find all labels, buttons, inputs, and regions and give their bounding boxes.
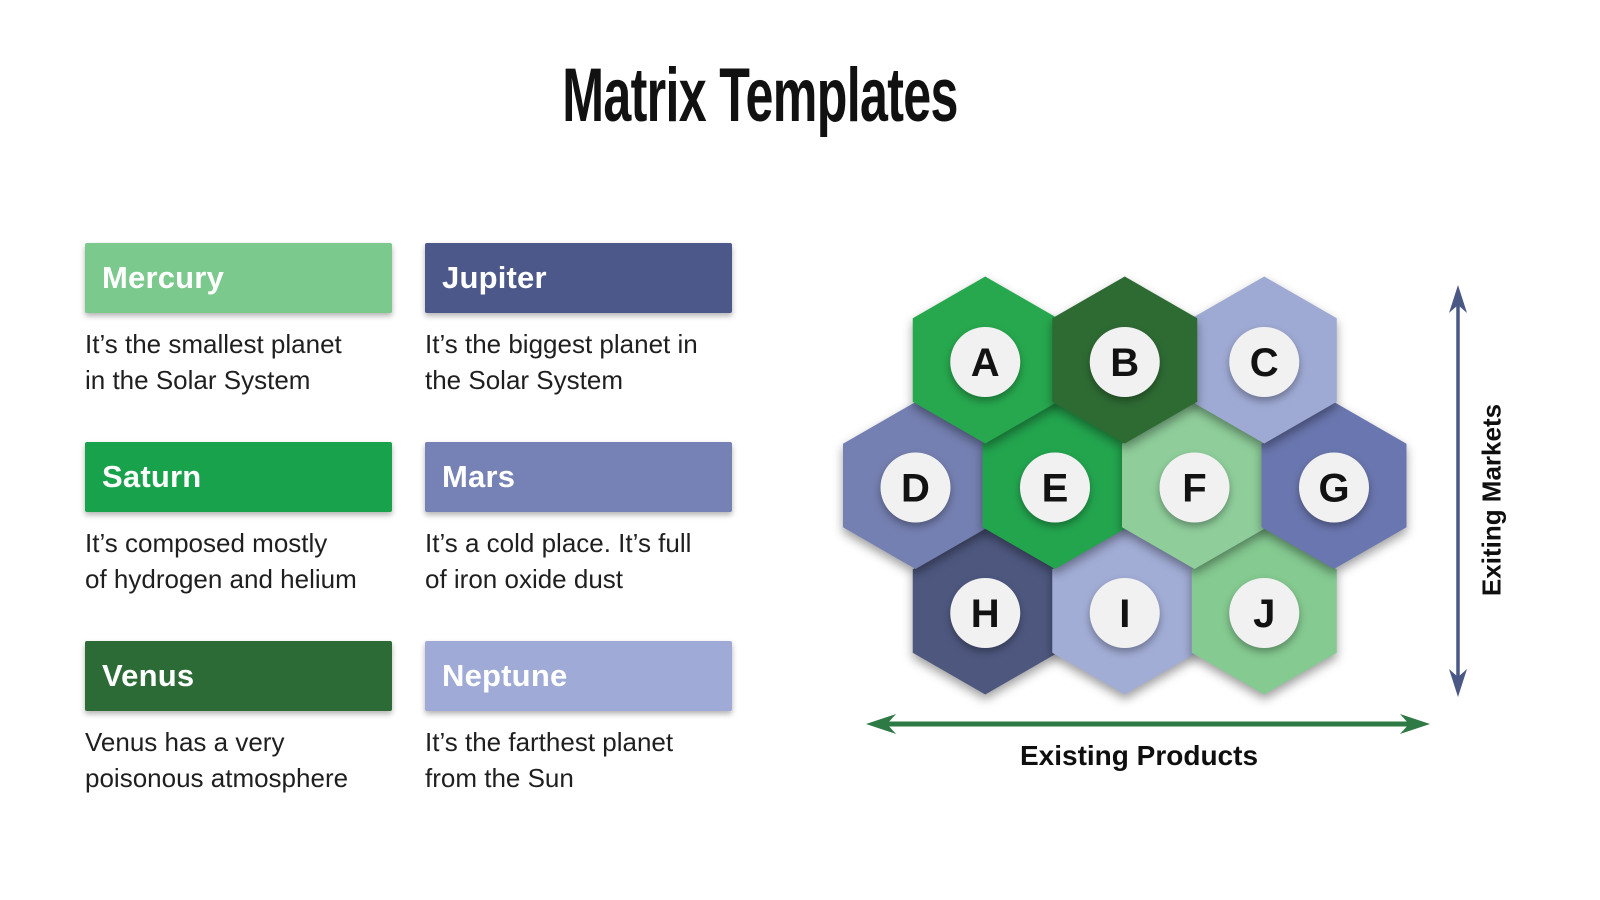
hexagon-letter: E: [1042, 467, 1069, 511]
hexagon-c: C: [1191, 276, 1337, 444]
card-header-bar: Mercury: [85, 243, 392, 313]
card-header-bar: Neptune: [425, 641, 732, 711]
hexagon-d: D: [843, 402, 988, 569]
hexagon-letter: F: [1182, 467, 1206, 511]
card-title: Neptune: [442, 658, 568, 693]
hexagon-letter: H: [971, 592, 1000, 636]
hexagon-label-circle: [1299, 452, 1369, 523]
hexagon-letter: J: [1253, 592, 1275, 636]
card-title: Jupiter: [442, 260, 547, 295]
hexagon-e: E: [982, 402, 1128, 569]
card-title: Saturn: [102, 459, 202, 494]
card-title: Venus: [102, 658, 195, 693]
hexagon-label-circle: [1089, 327, 1160, 397]
hexagon-label-circle: [950, 578, 1021, 648]
x-axis-label: Existing Products: [1019, 740, 1259, 771]
hexagon-label-circle: [950, 327, 1021, 397]
y-axis-label: Exiting Markets: [1476, 403, 1507, 597]
hexagon-letter: A: [971, 341, 1000, 385]
card-header-bar: Saturn: [85, 442, 392, 512]
hexagon-letter: B: [1110, 341, 1139, 385]
y-axis-arrowhead-top-icon: [1449, 285, 1467, 313]
card-title: Mercury: [102, 260, 225, 295]
card-title: Mars: [442, 459, 516, 494]
hexagon-letter: C: [1250, 341, 1279, 385]
hexagon-j: J: [1191, 527, 1337, 695]
hexagon-label-circle: [1089, 578, 1160, 648]
hexagon-a: A: [912, 276, 1058, 444]
card-header-bar: Jupiter: [425, 243, 732, 313]
x-axis-arrowhead-right-icon: [1400, 714, 1430, 734]
hexagon-h: H: [912, 527, 1058, 695]
y-axis-arrowhead-bottom-icon: [1449, 669, 1467, 697]
x-axis-arrowhead-left-icon: [866, 714, 896, 734]
hexagon-i: I: [1052, 527, 1198, 695]
card-header-bar: Venus: [85, 641, 392, 711]
hexagon-letter: D: [901, 467, 930, 511]
hexagon-g: G: [1261, 402, 1407, 569]
card-header-bar: Mars: [425, 442, 732, 512]
hexagon-label-circle: [1020, 452, 1090, 523]
hexagon-label-circle: [1159, 452, 1230, 523]
hexagon-label-circle: [1229, 578, 1300, 648]
hexagon-b: B: [1052, 276, 1198, 444]
hexagon-label-circle: [1229, 327, 1300, 397]
hexagon-label-circle: [880, 452, 951, 523]
hexagon-letter: G: [1318, 467, 1349, 511]
hexagon-f: F: [1122, 402, 1267, 569]
page-title: Matrix Templates: [562, 53, 958, 138]
hexagon-letter: I: [1119, 592, 1130, 636]
